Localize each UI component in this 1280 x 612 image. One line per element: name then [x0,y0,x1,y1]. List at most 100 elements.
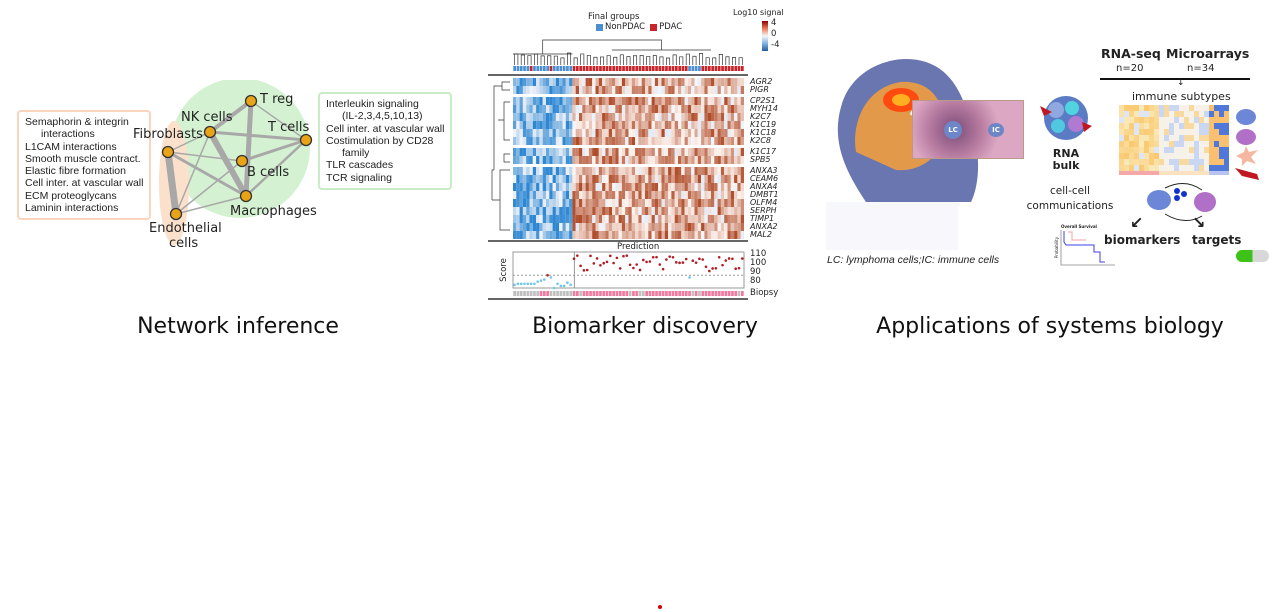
immune-heatmap-cell [1159,141,1164,147]
heatmap-cell [654,175,659,183]
heatmap-cell [727,113,731,121]
heatmap-cell [513,215,517,223]
group-bar-cell [651,66,655,71]
heatmap-cell [730,199,735,207]
prediction-point [543,278,546,281]
group-bar-cell [727,66,731,71]
heatmap-cell [668,148,672,156]
heatmap-cell [559,105,563,113]
immune-heatmap-cell [1219,153,1224,159]
heatmap-cell [687,137,692,145]
heatmap-cell [513,129,517,137]
heatmap-cell [602,207,606,215]
heatmap-cell [681,215,685,223]
heatmap-cell [572,156,576,164]
heatmap-cell [631,231,636,239]
heatmap-cell [727,175,731,183]
heatmap-cell [734,137,738,145]
heatmap-cell [522,105,527,113]
heatmap-cell [608,78,612,86]
prediction-point [526,282,530,286]
heatmap-cell [598,215,603,223]
immune-heatmap-cell [1209,117,1214,123]
heatmap-cell [684,223,688,231]
heatmap-cell [565,167,570,175]
heatmap-cell [562,156,566,164]
heatmap-cell [711,183,715,191]
immune-heatmap-cell [1169,111,1174,117]
heatmap-cell [678,105,682,113]
heatmap-cell [697,105,702,113]
heatmap-cell [694,78,698,86]
immune-heatmap-cell [1139,111,1144,117]
heatmap-cell [697,148,702,156]
immune-heatmap-cell [1174,159,1179,165]
heatmap-cell [513,207,517,215]
heatmap-cell [734,121,738,129]
heatmap-cell [588,86,593,94]
heatmap-cell [605,148,609,156]
heatmap-cell [569,113,573,121]
survival-title: Overall Survival [1061,224,1097,229]
heatmap-cell [654,183,659,191]
heatmap-cell [701,215,705,223]
heatmap-cell [618,137,622,145]
heatmap-cell [724,207,728,215]
biopsy-cell [698,291,701,296]
group-bar-cell [536,66,540,71]
heatmap-cell [585,137,589,145]
heatmap-cell [546,137,550,145]
heatmap-cell [641,191,645,199]
heatmap-cell [536,105,540,113]
heatmap-cell [730,97,735,105]
heatmap-cell [575,137,579,145]
heatmap-cell [522,231,527,239]
heatmap-cell [654,207,659,215]
heatmap-cell [582,121,586,129]
heatmap-cell [592,183,596,191]
heatmap-cell [661,167,665,175]
heatmap-cell [519,167,523,175]
heatmap-cell [539,223,543,231]
heatmap-cell [575,175,579,183]
gene-label: TIMP1 [750,214,775,223]
heatmap-cell [658,207,662,215]
heatmap-cell [631,207,636,215]
heatmap-cell [546,199,550,207]
biopsy-cell [549,291,553,296]
group-bar-cell [549,66,553,71]
group-bar-cell [546,66,549,71]
heatmap-cell [694,148,698,156]
heatmap-cell [592,223,596,231]
immune-heatmap-cell [1169,153,1174,159]
heatmap-cell [595,148,599,156]
heatmap-cell [532,207,537,215]
network-graph: T reg NK cells T cells Fibroblasts B cel… [133,80,317,251]
heatmap-cell [582,215,586,223]
heatmap-cell [572,105,576,113]
heatmap-cell [572,78,576,86]
heatmap-cell [579,231,583,239]
heatmap-cell [734,223,738,231]
heatmap-cell [654,97,659,105]
heatmap-cell [612,223,616,231]
biopsy-cell [585,291,589,296]
heatmap-cell [598,207,603,215]
heatmap-cell [654,121,659,129]
heatmap-cell [598,231,603,239]
prediction-point [602,261,605,265]
heatmap-cell [612,156,616,164]
immune-heatmap-cell [1184,165,1189,171]
heatmap-cell [674,105,678,113]
heatmap-cell [592,148,596,156]
immune-heatmap-cell [1204,123,1209,129]
heatmap-cell [532,121,537,129]
heatmap-cell [631,137,636,145]
heatmap-cell [661,223,665,231]
immune-heatmap-cell [1174,129,1179,135]
heatmap-cell [730,207,735,215]
heatmap-cell [681,156,685,164]
heatmap-cell [724,231,728,239]
heatmap-cell [635,156,639,164]
heatmap-cell [618,183,622,191]
